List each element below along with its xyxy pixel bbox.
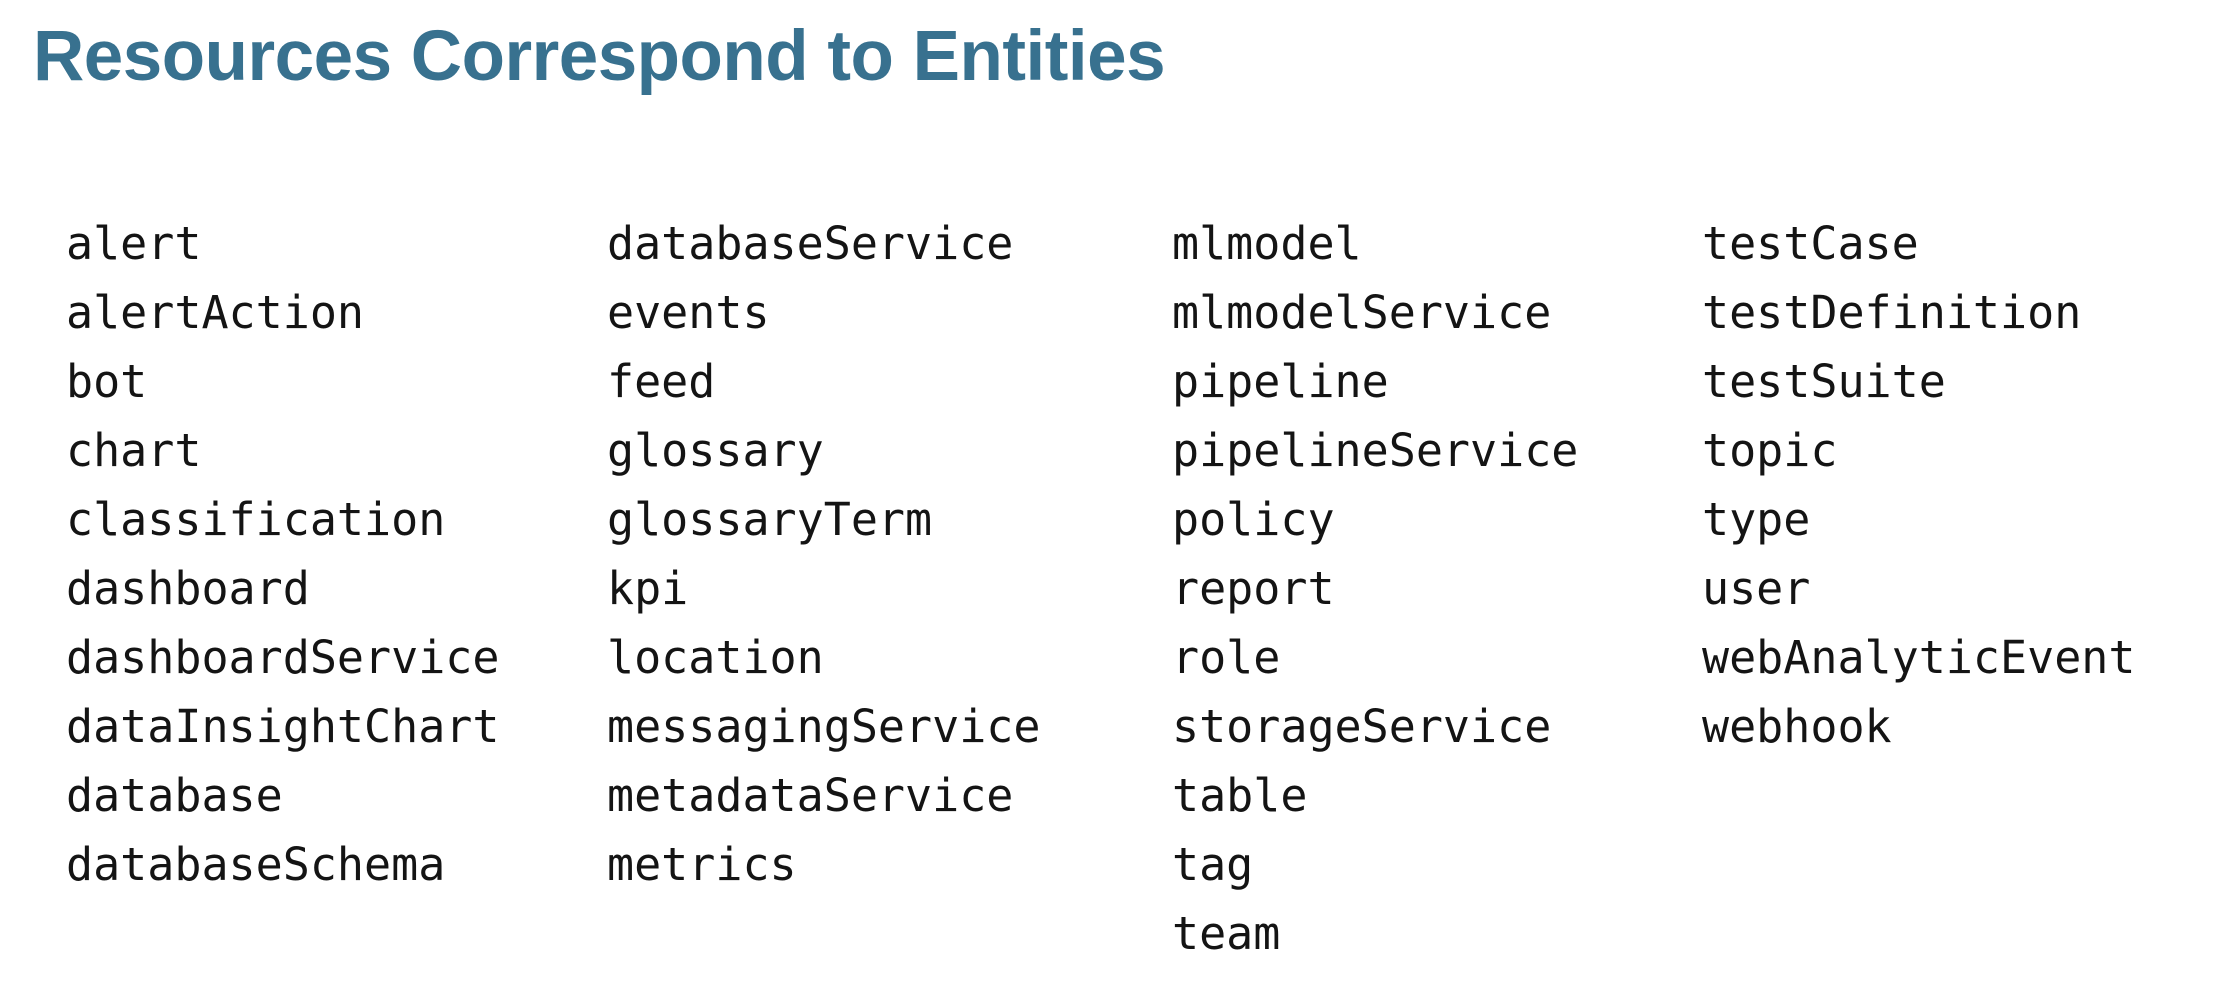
resource-item: events (607, 286, 770, 339)
resource-column-4: testCase testDefinition testSuite topic type… (1702, 209, 2214, 968)
resource-item: alert (66, 217, 202, 270)
resource-item: glossaryTerm (607, 493, 933, 546)
resource-item: pipeline (1172, 355, 1389, 408)
resource-item: testSuite (1702, 355, 1946, 408)
resource-item: dashboardService (66, 631, 500, 684)
resource-item: databaseSchema (66, 838, 446, 891)
resource-item: user (1702, 562, 1811, 615)
resource-item: kpi (607, 562, 689, 615)
resource-item: testDefinition (1702, 286, 2082, 339)
resource-item: storageService (1172, 700, 1552, 753)
resource-item: tag (1172, 838, 1254, 891)
resource-item: chart (66, 424, 202, 477)
resource-item: topic (1702, 424, 1838, 477)
resource-item: testCase (1702, 217, 1919, 270)
resource-column-2: databaseService events feed glossary glossar… (607, 209, 1172, 968)
resource-item: metrics (607, 838, 797, 891)
resource-column-1: alert alertAction bot chart classification da… (66, 209, 607, 968)
resource-item: team (1172, 907, 1281, 960)
resource-item: mlmodelService (1172, 286, 1552, 339)
page-title: Resources Correspond to Entities (33, 17, 1166, 96)
resource-item: database (66, 769, 283, 822)
resource-list: alert alertAction bot chart classification da… (66, 209, 2214, 968)
resource-item: mlmodel (1172, 217, 1362, 270)
resource-item: classification (66, 493, 446, 546)
resource-item: messagingService (607, 700, 1041, 753)
resource-item: location (607, 631, 824, 684)
resource-item: dashboard (66, 562, 310, 615)
resource-item: role (1172, 631, 1281, 684)
resource-item: alertAction (66, 286, 365, 339)
resource-item: bot (66, 355, 148, 408)
resource-item: webAnalyticEvent (1702, 631, 2136, 684)
resource-item: feed (607, 355, 716, 408)
resource-item: dataInsightChart (66, 700, 500, 753)
resource-item: pipelineService (1172, 424, 1579, 477)
resource-item: report (1172, 562, 1335, 615)
resource-item: table (1172, 769, 1308, 822)
resource-item: databaseService (607, 217, 1014, 270)
resource-item: policy (1172, 493, 1335, 546)
resource-item: webhook (1702, 700, 1892, 753)
resource-item: metadataService (607, 769, 1014, 822)
resource-item: type (1702, 493, 1811, 546)
resource-item: glossary (607, 424, 824, 477)
resource-column-3: mlmodel mlmodelService pipeline pipelineSer… (1172, 209, 1702, 968)
